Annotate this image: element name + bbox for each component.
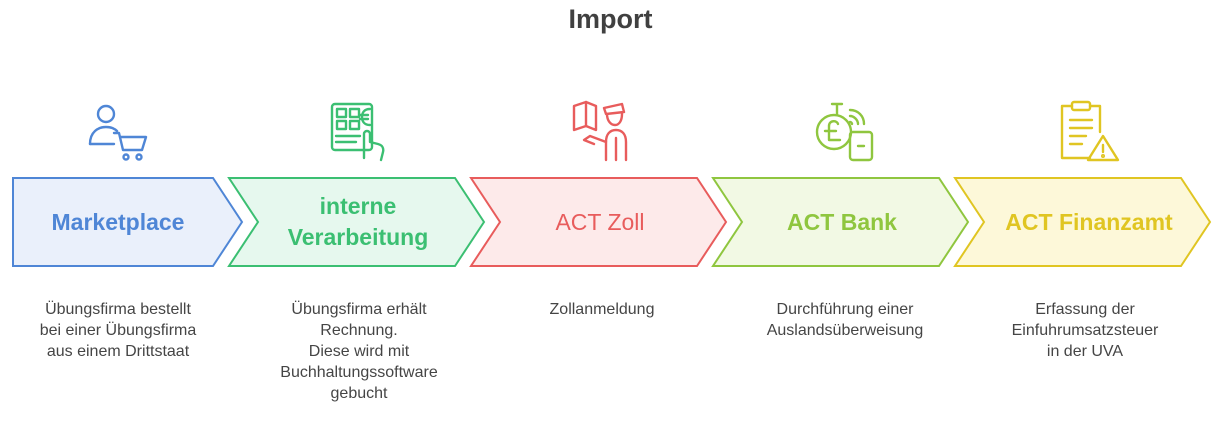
step-description-act-bank: Durchführung einer Auslandsüberweisung — [766, 301, 924, 339]
user-cart-icon — [84, 100, 148, 164]
arrow-shape-act-bank — [711, 177, 970, 267]
step-label-act-zoll: ACT Zoll — [555, 208, 645, 235]
arrow-shape-interne-verarbeitung — [227, 177, 486, 267]
arrow-shape-act-finanzamt — [953, 177, 1212, 267]
pound-wireless-payment-icon — [812, 100, 876, 164]
arrow-shape-marketplace — [12, 177, 244, 267]
step-label-act-bank: ACT Bank — [787, 208, 897, 235]
step-label-interne-verarbeitung: interne Verarbeitung — [287, 193, 429, 250]
customs-officer-icon — [570, 100, 634, 164]
step-description-act-finanzamt: Erfassung der Einfuhrumsatzsteuer in der… — [1011, 301, 1159, 360]
clipboard-warning-icon — [1056, 100, 1120, 164]
step-description-marketplace: Übungsfirma bestellt bei einer Übungsfir… — [39, 301, 197, 360]
step-description-act-zoll: Zollanmeldung — [549, 301, 655, 318]
step-label-act-finanzamt: ACT Finanzamt — [1005, 208, 1173, 235]
diagram-title: Import — [568, 4, 653, 34]
calculator-hand-icon — [326, 100, 390, 164]
step-label-marketplace: Marketplace — [51, 208, 185, 235]
step-description-interne-verarbeitung: Übungsfirma erhält Rechnung. Diese wird … — [280, 301, 438, 402]
arrow-shape-act-zoll — [469, 177, 728, 267]
